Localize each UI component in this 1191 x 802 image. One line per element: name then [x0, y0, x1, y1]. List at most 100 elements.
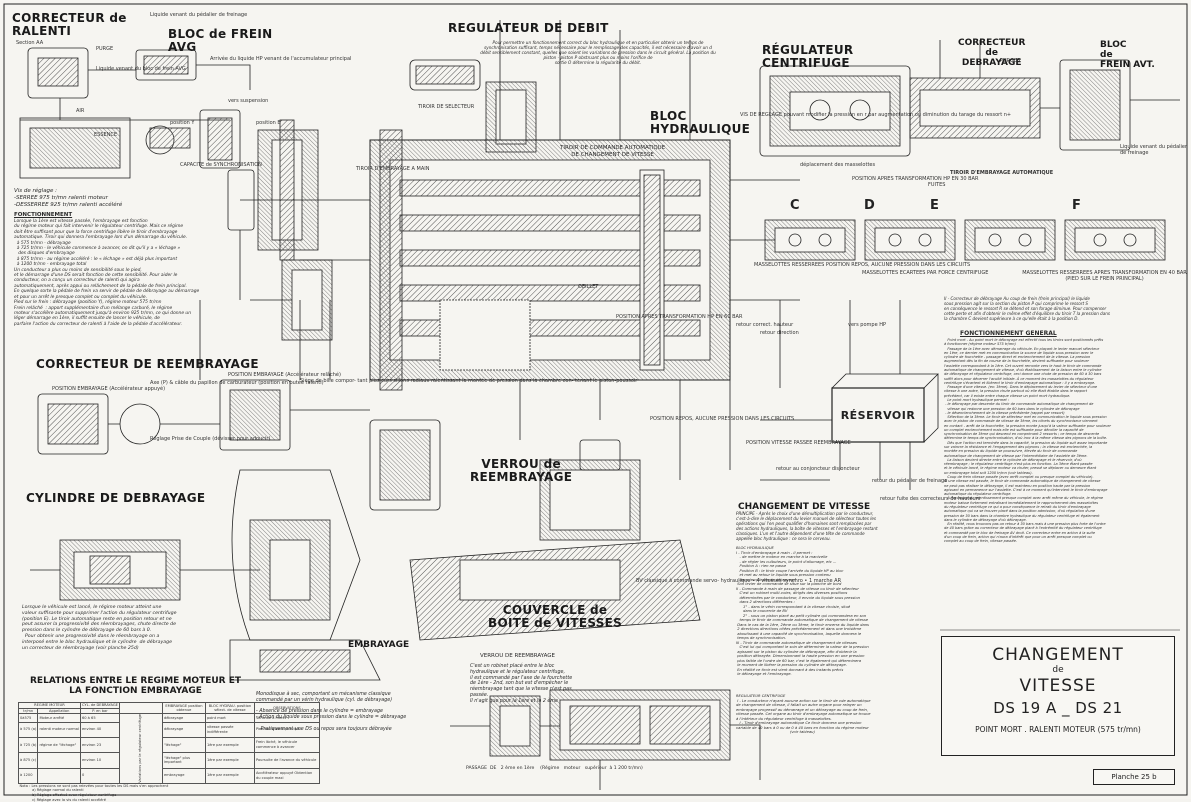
label-reglage-prise: Réglage Prise de Couple (dévisser pour a…	[150, 436, 271, 442]
label-position-embrayage-2: POSITION EMBRAYAGE (Accélérateur relâché…	[228, 372, 341, 378]
label-masselottes-apres: MASSELOTTES RESSERREES APRES TRANSFORMAT…	[1022, 270, 1187, 282]
heading-regulateur-debit: REGULATEUR DE DEBIT	[448, 21, 609, 35]
table-cell: à 875 (c)	[17, 752, 39, 769]
table-cell: point mort	[204, 713, 255, 723]
label-position-y: position Y	[170, 120, 195, 126]
label-purges: PURGES	[1000, 58, 1021, 64]
table-cell: 0à575	[17, 713, 39, 723]
text-vis-reglage-ralenti: Vis de réglage : -SERREE 975 tr/mn ralen…	[14, 188, 123, 208]
table-row: à 575 (a) ralenti moteur normal environ …	[17, 721, 320, 738]
label-masselottes-ecartees: MASSELOTTES ECARTEES PAR FORCE CENTRIFUG…	[862, 270, 989, 276]
label-position-repos: POSITION REPOS, AUCUNE PRESSION DANS LES…	[650, 416, 795, 422]
heading-bloc-frein-avt: BLOC de FREIN AVT.	[1100, 40, 1155, 70]
table-cell: "léchage"	[161, 736, 206, 754]
table-cell: Accélérateur appuyé Obtention du couple …	[253, 767, 320, 784]
label-retour-correct: retour correct. hauteur	[736, 322, 794, 328]
heading-couvercle: COUVERCLE de BOITE de VITESSES	[488, 603, 623, 630]
table-cell: Frein lâché, le véhicule commence à avan…	[253, 736, 320, 754]
table-header-cyl: CYL. de DEBRAYAGE	[79, 702, 120, 709]
table-cell: embrayage	[161, 767, 206, 784]
title-line-4: DS 19 A _ DS 21	[993, 699, 1123, 717]
label-fuites: FUITES	[928, 182, 946, 188]
table-notes: Nota : Les pressions ne sont pas relevée…	[19, 783, 169, 802]
title-line-2: de	[1052, 665, 1064, 675]
table-cell: débrayage	[161, 713, 206, 723]
text-cylindre: Lorsque le véhicule est lancé, le régime…	[22, 605, 177, 651]
label-position-embrayage: POSITION EMBRAYAGE (Accélérateur appuyé)	[52, 386, 166, 392]
heading-relations: RELATIONS ENTRE LE REGIME MOTEUR ET LA F…	[30, 676, 242, 696]
label-axe-papillon: Axe (P) & câble du papillon de carburate…	[150, 380, 324, 386]
label-vis-reglage: VIS DE REGLAGE pouvant modifier la press…	[740, 112, 1012, 118]
label-purge: PURGE	[96, 46, 114, 52]
table-header-embrayage: EMBRAYAGE position obtenue	[161, 701, 206, 715]
heading-correcteur-ralenti: CORRECTEUR de RALENTI	[12, 11, 127, 38]
label-bv-classique: BV classique à commande servo- hydrauliq…	[636, 578, 842, 584]
title-line-1: CHANGEMENT	[992, 645, 1124, 665]
table-cell: 1ère par exemple	[204, 767, 255, 784]
planche-number: Planche 25 b	[1093, 769, 1175, 785]
table-row: 0à575 Moteur arrêté 60 à 65 Variations p…	[17, 713, 320, 784]
table-cell: "léchage" plus important	[161, 752, 206, 769]
heading-verrou-reembrayage-title: VERROU DE REEMBRAYAGE	[480, 653, 556, 659]
heading-correcteur-reembrayage: CORRECTEUR DE REEMBRAYAGE	[36, 357, 259, 371]
table-row: à 875 (c) environ 10 "léchage" plus impo…	[17, 752, 320, 769]
heading-correcteur-debrayage: CORRECTEUR de DEBRAYAGE	[958, 38, 1026, 68]
label-essence: ESSENCE	[94, 132, 118, 138]
label-arrivee-liquide: Arrivée du liquide HP venant de l'accumu…	[210, 56, 352, 62]
table-cell: vitesse passée indifférente	[204, 721, 255, 738]
table-row: à 1200 0 embrayage 1ère par exemple Accé…	[17, 767, 320, 784]
table-cell: 60 à 65	[79, 713, 120, 723]
table-cell: régime de "léchage"	[37, 736, 81, 754]
text-fonctionnement: Lorsque la 1ère est vitesse passée, l'em…	[14, 219, 200, 327]
table-cell: Véhicule à l'arrêt	[253, 713, 320, 723]
title-line-5: POINT MORT . RALENTI MOTEUR (575 tr/mn)	[975, 725, 1141, 734]
table-cell: ralenti moteur normal	[37, 721, 81, 738]
position-letter-f: F	[1072, 198, 1081, 213]
label-liquide-venant-bloc: Liquide venant du bloc de frein AVG	[96, 66, 186, 72]
label-vers-suspension: vers suspension	[228, 98, 269, 104]
label-tiroir-selecteur: TIROIR DE SELECTEUR	[418, 104, 475, 110]
label-siege-bille: Siège de bille compor- tant plusieurs si…	[300, 378, 638, 384]
label-position-apres: POSITION APRES TRANSFORMATION HP EN 30 B…	[852, 176, 979, 182]
title-block: CHANGEMENT de VITESSE DS 19 A _ DS 21 PO…	[941, 636, 1175, 756]
heading-tiroir-commande: TIROIR DE COMMANDE AUTOMATIQUE DE CHANGE…	[560, 145, 666, 158]
table-cell: environ 40	[79, 721, 120, 738]
label-deplacement-masselottes: déplacement des masselottes	[800, 162, 876, 168]
table-cell: Pied sur le frein principal	[253, 721, 320, 738]
table-row: à 725 (b) régime de "léchage" environ 23…	[17, 736, 320, 754]
heading-bloc-hydraulique: BLOC HYDRAULIQUE	[650, 109, 751, 136]
label-vers-pompe: vers pompe HP	[848, 322, 887, 328]
text-regulateur-debit: Pour permettre un fonctionnement correct…	[480, 40, 716, 65]
label-capacite-synchro: CAPACITE de SYNCHRONISATION	[180, 162, 262, 168]
table-cell: à 1200	[17, 767, 39, 784]
label-oeillet: OEILLET	[578, 284, 599, 290]
text-verrou: C'est un robinet placé entre le bloc hyd…	[470, 664, 573, 704]
label-position-b: position B	[256, 120, 281, 126]
position-letter-e: E	[930, 198, 939, 213]
table-cell: débrayage	[161, 721, 206, 738]
relations-table: REGIME MOTEUR CYL. de DEBRAYAGE EMBRAYAG…	[17, 701, 320, 802]
table-cell: 1ère par exemple	[204, 736, 255, 754]
heading-fonctionnement-general: FONCTIONNEMENT GENERAL	[960, 330, 1057, 337]
label-retour-reservoir: retour au conjoncteur disjoncteur	[776, 466, 860, 472]
table-cell	[37, 767, 81, 784]
table-cell: Moteur arrêté	[37, 713, 81, 723]
heading-regulateur-centrifuge: RÉGULATEUR CENTRIFUGE	[762, 43, 854, 70]
heading-changement-vitesse: CHANGEMENT DE VITESSE	[738, 502, 871, 512]
table-side-label: Variations par le régulateur centrifuge	[119, 713, 163, 784]
table-cell: à 725 (b)	[17, 736, 39, 754]
table-cell: Poursuite de l'avance du véhicule	[253, 752, 320, 769]
heading-cylindre-debrayage: CYLINDRE DE DEBRAYAGE	[26, 491, 206, 505]
label-masselottes-resserrees: MASSELOTTES RESSERREES POSITION REPOS, A…	[754, 262, 971, 268]
table-cell: environ 10	[79, 752, 120, 769]
position-letter-c: C	[790, 198, 800, 213]
label-retour-fuite: retour fuite des correcteurs de hauteurs	[880, 496, 981, 502]
text-bloc-hydraulique: BLOC HYDRAULIQUE I - Tiroir d'embrayage …	[736, 546, 869, 676]
label-section-aa: Section AA	[16, 40, 44, 46]
text-principe: PRINCIPE - Après le choix d'une démultip…	[736, 511, 878, 541]
reservoir-label: RÉSERVOIR	[840, 408, 916, 422]
text-fonctionnement-general: Point mort - Au point mort le débrayage …	[944, 338, 1111, 544]
position-letter-d: D	[864, 198, 875, 213]
label-air: AIR	[76, 108, 85, 114]
